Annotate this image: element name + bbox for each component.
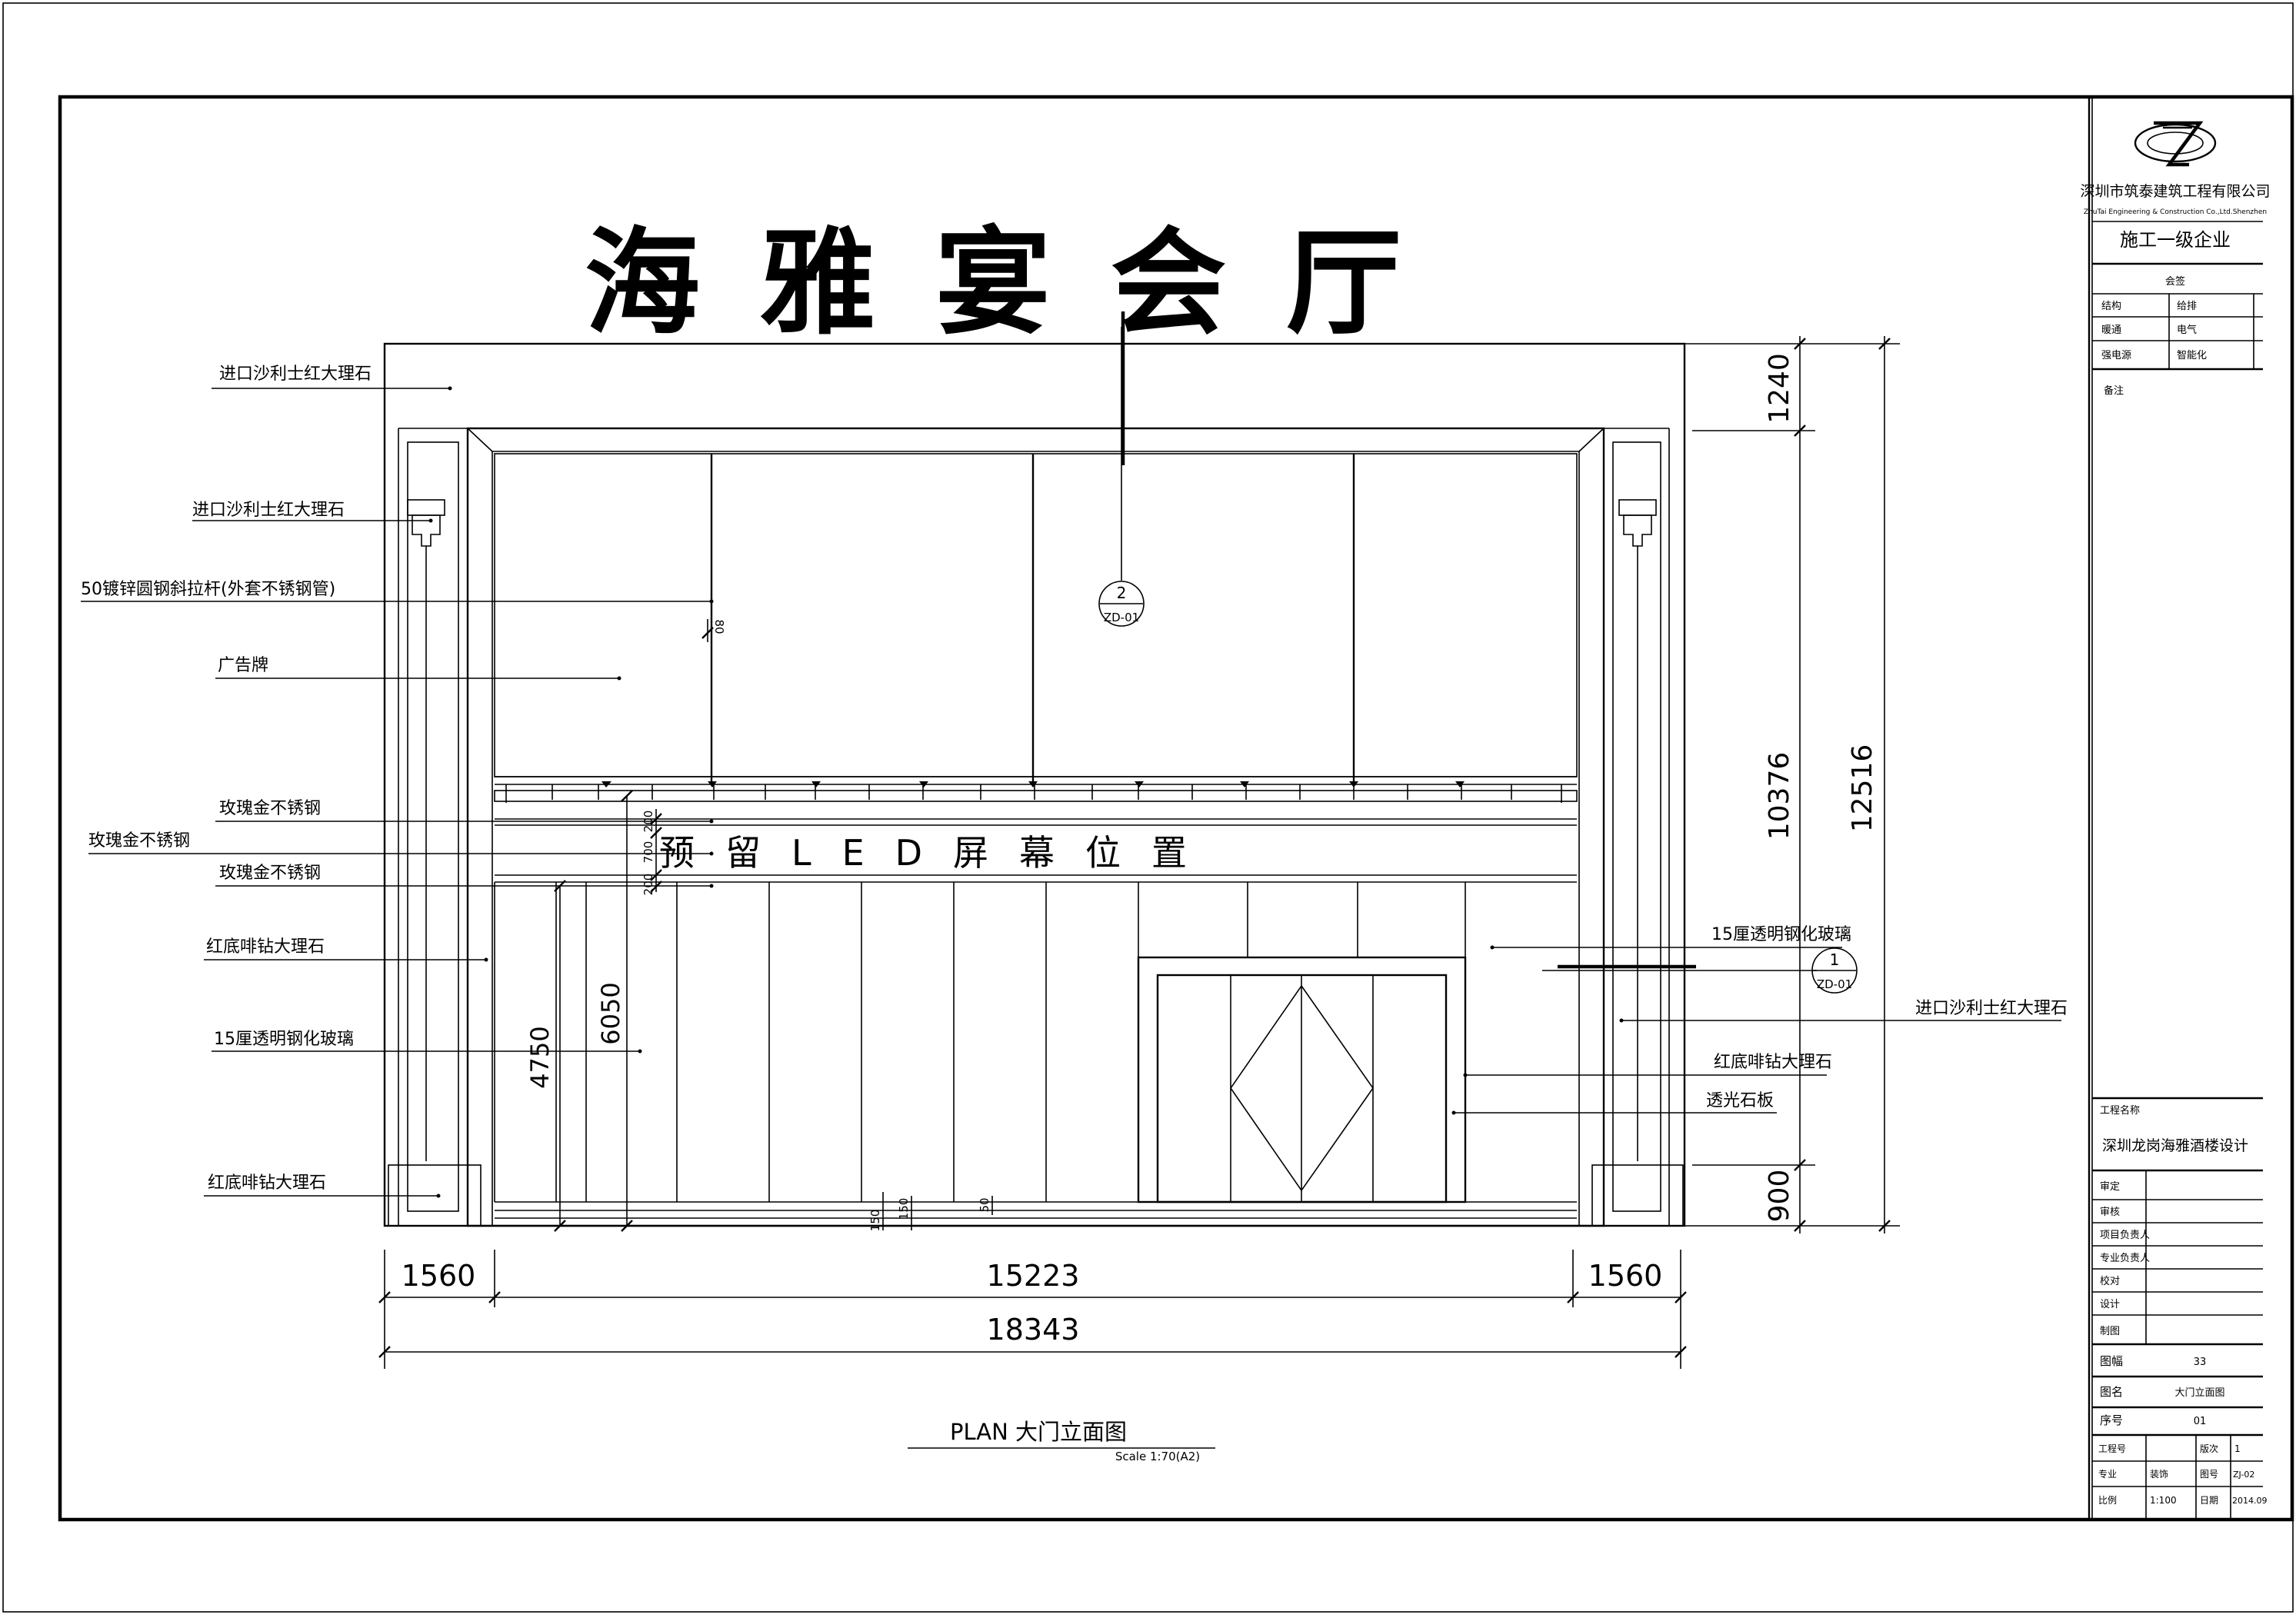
facade-elevation: 预留LED屏幕位置: [383, 311, 1858, 1227]
dim-bottom-mid: 15223: [987, 1259, 1080, 1293]
sign-row-2-b: 电气: [2177, 324, 2197, 336]
label-right-4: 透光石板: [1706, 1091, 1774, 1110]
label-left-8: 红底啡钻大理石: [206, 937, 325, 957]
dim-inner-150a: 150: [868, 1210, 882, 1232]
plan-scale: Scale 1:70(A2): [1115, 1450, 1200, 1463]
staff-row-3: 项目负责人: [2100, 1230, 2150, 1241]
inner-dimension-lines: [554, 619, 993, 1232]
label-left-10: 红底啡钻大理石: [208, 1174, 326, 1193]
bottom-row-2-a: 专业: [2098, 1468, 2117, 1480]
dim-inner-200a: 200: [641, 811, 655, 833]
callout-right-symbol: [1811, 947, 1858, 994]
callout-right-num: 1: [1830, 950, 1840, 969]
label-left-9: 15厘透明钢化玻璃: [214, 1030, 354, 1049]
staff-row-1: 审定: [2100, 1181, 2120, 1193]
bottom-row-1-a: 工程号: [2098, 1443, 2126, 1454]
sheet-inner-border: [58, 95, 2294, 1522]
right-pillar: [1591, 428, 1684, 1227]
callout-top-num: 2: [1117, 584, 1127, 602]
bottom-row-1-d: 1: [2234, 1443, 2241, 1454]
dim-inner-700: 700: [641, 841, 655, 864]
staff-row-4: 专业负责人: [2100, 1253, 2150, 1264]
dim-bottom-total: 18343: [987, 1313, 1080, 1347]
label-left-5: 玫瑰金不锈钢: [219, 799, 321, 818]
drawing-name-value: 大门立面图: [2174, 1387, 2224, 1399]
bottom-row-2-d: ZJ-02: [2233, 1470, 2254, 1480]
bottom-row-3-a: 比例: [2098, 1495, 2117, 1506]
sign-row-3-a: 强电源: [2101, 350, 2131, 361]
label-right-3: 红底啡钻大理石: [1714, 1053, 1832, 1072]
sign-row-2-a: 暖通: [2101, 325, 2121, 336]
bottom-row-3-d: 2014.09: [2232, 1496, 2268, 1506]
staff-row-7: 制图: [2100, 1326, 2120, 1337]
label-left-4: 广告牌: [218, 656, 268, 675]
staff-table: 审定 审核 项目负责人 专业负责人 校对 设计 制图: [2092, 1170, 2263, 1346]
label-left-7: 玫瑰金不锈钢: [219, 864, 321, 883]
led-screen-label: 预留LED屏幕位置: [659, 832, 1218, 874]
seq-value: 01: [2194, 1416, 2207, 1427]
dim-right-mid: 10376: [1764, 752, 1795, 841]
spotlight-rail: [494, 781, 1578, 803]
sign-section-label: 会签: [2165, 275, 2185, 288]
dim-inner-50: 50: [978, 1197, 991, 1212]
bottom-row-3-c: 日期: [2200, 1495, 2218, 1506]
drawing-no-label: 图幅: [2100, 1354, 2123, 1368]
sign-row-1-a: 结构: [2101, 301, 2121, 312]
dim-right-total: 12516: [1847, 744, 1878, 833]
billboard-frame: [494, 453, 1578, 777]
staff-row-2: 审核: [2100, 1207, 2120, 1218]
bottom-row-2-b: 装饰: [2150, 1469, 2168, 1480]
dim-inner-80: 80: [712, 619, 726, 634]
staff-row-5: 校对: [2100, 1275, 2120, 1287]
dim-inner-200b: 200: [641, 874, 655, 896]
label-left-3: 50镀锌圆钢斜拉杆(外套不锈钢管): [81, 580, 335, 599]
right-dimension-lines: [1685, 336, 1900, 1233]
hall-title: 海雅宴会厅: [585, 217, 1461, 351]
company-name-en: ZhuTai Engineering & Construction Co.,Lt…: [2084, 208, 2267, 216]
label-left-6: 玫瑰金不锈钢: [88, 831, 190, 851]
sign-row-1-b: 给排: [2177, 301, 2197, 312]
company-grade: 施工一级企业: [2120, 229, 2231, 251]
dim-inner-150b: 150: [897, 1198, 911, 1220]
remarks-label: 备注: [2104, 385, 2124, 397]
right-label-leaders: [1451, 945, 2061, 1115]
bottom-dimension-lines: [378, 1250, 1687, 1369]
glass-panels: [494, 882, 1466, 1202]
drawing-name-label: 图名: [2100, 1385, 2123, 1399]
company-name-cn: 深圳市筑泰建筑工程有限公司: [2080, 183, 2270, 200]
entrance-door: [1137, 956, 1467, 1204]
drawing-no-value: 33: [2194, 1357, 2207, 1368]
bottom-row-1-c: 版次: [2200, 1443, 2218, 1454]
dim-right-bottom: 900: [1764, 1170, 1795, 1223]
bottom-row-3-b: 1:100: [2150, 1495, 2177, 1506]
dim-inner-6050: 6050: [596, 982, 625, 1044]
label-left-1: 进口沙利士红大理石: [219, 365, 372, 384]
dim-inner-4750: 4750: [525, 1026, 555, 1088]
callout-top-symbol: [1098, 581, 1145, 627]
label-left-2: 进口沙利士红大理石: [192, 501, 345, 520]
dim-bottom-right: 1560: [1588, 1259, 1663, 1293]
seq-label: 序号: [2100, 1413, 2123, 1427]
sign-row-3-b: 智能化: [2177, 350, 2207, 361]
label-right-2: 进口沙利士红大理石: [1915, 999, 2068, 1018]
callout-right-ref: ZD-01: [1817, 977, 1852, 991]
left-label-leaders: [81, 386, 714, 1198]
dim-bottom-left: 1560: [402, 1259, 476, 1293]
project-name: 深圳龙岗海雅酒楼设计: [2102, 1137, 2248, 1154]
staff-row-6: 设计: [2100, 1299, 2120, 1310]
dim-right-top: 1240: [1764, 353, 1795, 424]
project-label: 工程名称: [2100, 1104, 2140, 1117]
callout-top-ref: ZD-01: [1104, 611, 1139, 624]
central-frame-outer: [466, 427, 1605, 1227]
company-logo: [2134, 121, 2217, 167]
plan-caption: PLAN 大门立面图: [950, 1419, 1127, 1445]
drawing-info-table: 图幅 33 图名 大门立面图 序号 01 工程号 版次 1 专业 装饰 图号 Z…: [2092, 1354, 2268, 1520]
title-block: 深圳市筑泰建筑工程有限公司 ZhuTai Engineering & Const…: [2080, 97, 2271, 1520]
bottom-row-2-c: 图号: [2200, 1469, 2218, 1480]
label-right-1: 15厘透明钢化玻璃: [1711, 925, 1851, 944]
